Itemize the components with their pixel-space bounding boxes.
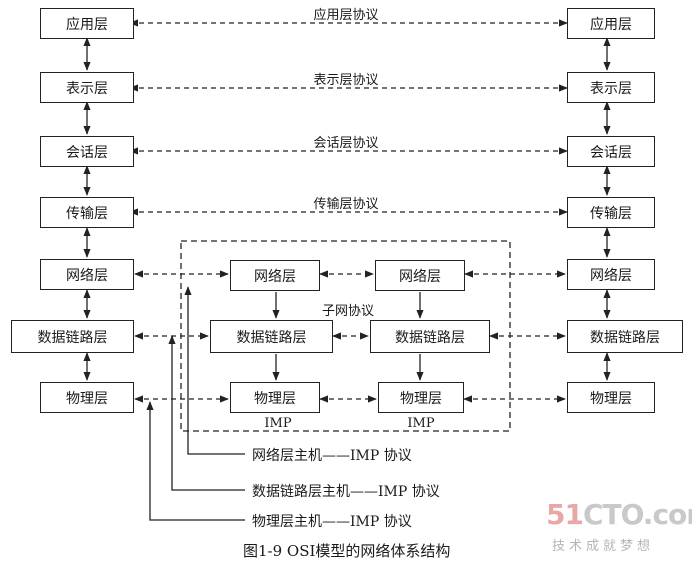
- presentation-protocol-label: 表示层协议: [313, 73, 379, 88]
- imp1-datalink-layer: 数据链路层: [210, 320, 333, 353]
- left-network-layer: 网络层: [40, 259, 134, 290]
- session-protocol-label: 会话层协议: [313, 136, 379, 151]
- imp2-network-layer: 网络层: [375, 260, 465, 291]
- legend-datalink-host-imp: 数据链路层主机——IMP 协议: [252, 484, 440, 500]
- right-network-layer: 网络层: [567, 259, 655, 290]
- left-session-layer: 会话层: [40, 136, 134, 167]
- right-application-layer: 应用层: [567, 8, 655, 39]
- subnet-protocol-label: 子网协议: [321, 304, 375, 319]
- right-datalink-layer: 数据链路层: [567, 320, 683, 353]
- left-application-layer: 应用层: [40, 8, 134, 39]
- watermark-logo: 51CTO.com 技术成就梦想: [546, 498, 692, 554]
- imp-label-left: IMP: [264, 416, 292, 431]
- watermark-tagline: 技术成就梦想: [552, 539, 655, 554]
- watermark-logo-red: 51: [546, 498, 584, 531]
- figure-caption: 图1-9 OSI模型的网络体系结构: [243, 542, 451, 560]
- right-session-layer: 会话层: [567, 136, 655, 167]
- legend-leader-network: [184, 286, 245, 455]
- left-physical-layer: 物理层: [40, 382, 134, 413]
- watermark-logo-rest: CTO.com: [582, 498, 692, 531]
- left-datalink-layer: 数据链路层: [11, 320, 134, 353]
- left-presentation-layer: 表示层: [40, 72, 134, 103]
- right-presentation-layer: 表示层: [567, 72, 655, 103]
- application-protocol-label: 应用层协议: [313, 8, 379, 23]
- subnet-boundary: [180, 240, 511, 432]
- imp2-datalink-layer: 数据链路层: [370, 320, 490, 353]
- legend-physical-host-imp: 物理层主机——IMP 协议: [252, 514, 412, 530]
- left-transport-layer: 传输层: [40, 197, 134, 228]
- legend-network-host-imp: 网络层主机——IMP 协议: [252, 448, 412, 464]
- transport-protocol-label: 传输层协议: [313, 197, 379, 212]
- imp1-physical-layer: 物理层: [230, 382, 320, 413]
- right-physical-layer: 物理层: [567, 382, 655, 413]
- imp2-physical-layer: 物理层: [378, 382, 464, 413]
- legend-leader-datalink: [168, 335, 245, 491]
- right-transport-layer: 传输层: [567, 197, 655, 228]
- imp-label-right: IMP: [407, 416, 435, 431]
- imp1-network-layer: 网络层: [230, 260, 320, 291]
- legend-leader-physical: [146, 401, 245, 521]
